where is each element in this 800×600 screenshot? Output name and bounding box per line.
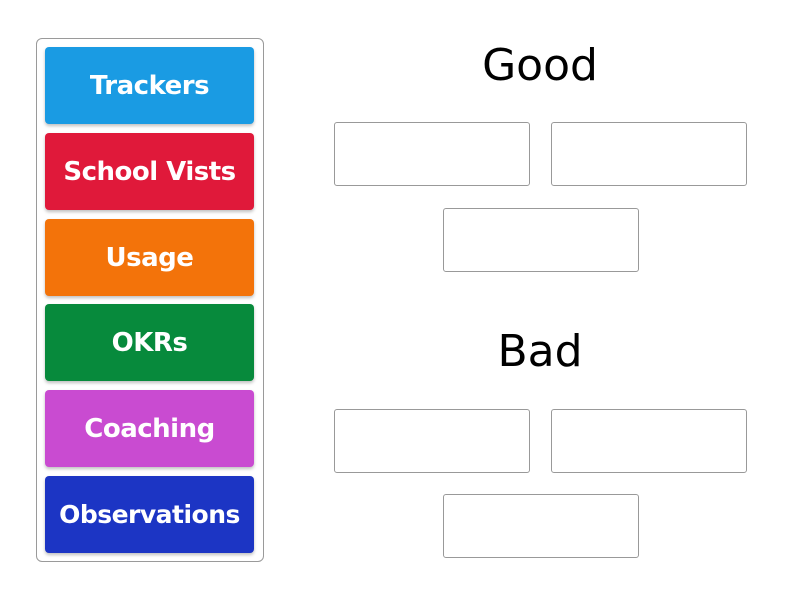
tile-trackers[interactable]: Trackers [45, 47, 254, 124]
tile-observations[interactable]: Observations [45, 476, 254, 553]
drop-slot-good-2[interactable] [551, 122, 747, 186]
group-heading-good: Good [482, 40, 598, 91]
tile-school-vists[interactable]: School Vists [45, 133, 254, 210]
card-tray [36, 38, 264, 562]
drop-slot-bad-2[interactable] [551, 409, 747, 473]
drop-slot-good-3[interactable] [443, 208, 639, 272]
tile-usage[interactable]: Usage [45, 219, 254, 296]
tile-okrs[interactable]: OKRs [45, 304, 254, 381]
drop-slot-bad-1[interactable] [334, 409, 530, 473]
group-heading-bad: Bad [497, 326, 583, 377]
tile-coaching[interactable]: Coaching [45, 390, 254, 467]
drop-slot-good-1[interactable] [334, 122, 530, 186]
drop-slot-bad-3[interactable] [443, 494, 639, 558]
